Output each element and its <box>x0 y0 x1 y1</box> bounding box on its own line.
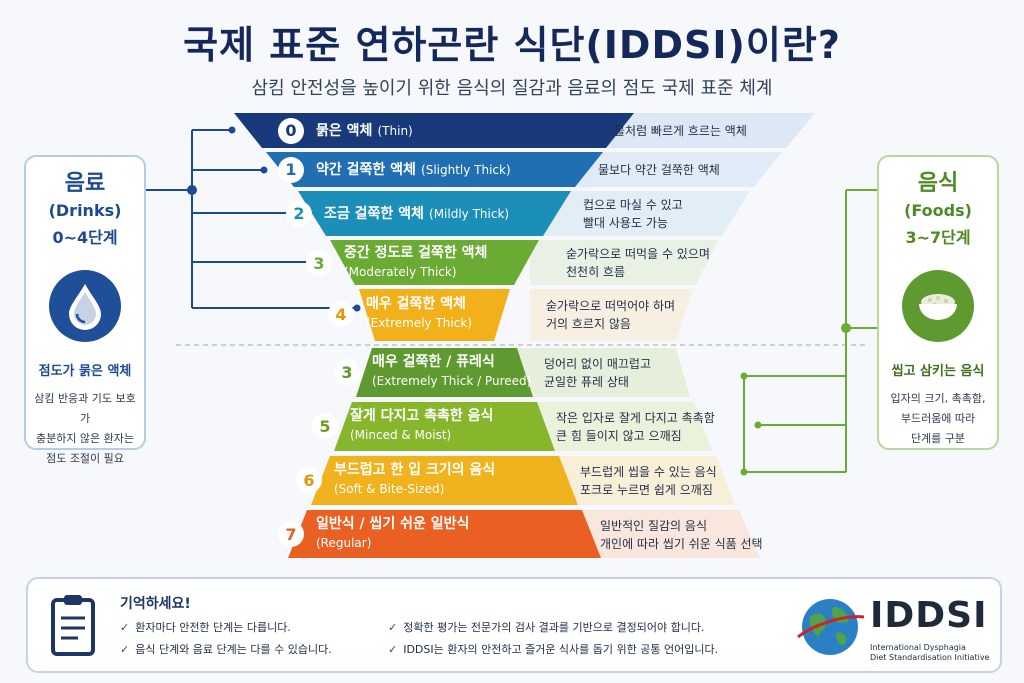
connector-dot <box>754 421 762 429</box>
food-level-6: 6 부드럽고 한 입 크기의 음식(Soft & Bite-Sized) <box>296 460 495 500</box>
food-connectors <box>743 189 877 473</box>
check-icon: ✓ <box>388 643 398 656</box>
food-level-5: 5 잘게 다지고 촉촉한 음식(Minced & Moist) <box>312 406 493 446</box>
level-number: 1 <box>278 156 304 183</box>
desc-band-f3 <box>500 348 690 397</box>
connector-dot <box>260 166 268 174</box>
reminder-title: 기억하세요! <box>120 596 191 612</box>
check-icon: ✓ <box>120 643 130 656</box>
drinks-heading: 점도가 묽은 액체 <box>38 364 132 379</box>
drinks-range: 0~4단계 <box>52 228 118 247</box>
reminder-tip: ✓환자마다 안전한 단계는 다릅니다. <box>120 621 291 634</box>
level-number: 6 <box>296 467 322 493</box>
drinks-title: 음료 <box>64 171 106 196</box>
connector-dot <box>740 468 748 476</box>
iddsi-logo-word: IDDSI <box>870 595 988 636</box>
connector-dot <box>353 304 361 312</box>
level-number: 0 <box>278 117 304 144</box>
drink-level-1: 1 약간 걸쭉한 액체 (Slightly Thick) <box>278 156 511 183</box>
clipboard-icon <box>50 593 96 661</box>
foods-heading: 씹고 삼키는 음식 <box>891 364 985 379</box>
connector-dot <box>841 323 851 333</box>
foods-panel: 음식 (Foods) 3~7단계 씹고 삼키는 음식 입자의 크기, 촉촉함, … <box>877 155 999 450</box>
foods-title: 음식 <box>917 171 959 196</box>
foods-en: (Foods) <box>904 201 972 220</box>
food-bowl-icon <box>902 270 974 342</box>
drinks-en: (Drinks) <box>48 201 122 220</box>
desc-band-4 <box>530 289 693 341</box>
connector-dot <box>187 185 197 195</box>
food-band-7 <box>288 510 601 558</box>
level-number: 3 <box>334 359 360 385</box>
desc-band-2 <box>530 191 750 236</box>
check-icon: ✓ <box>388 621 398 634</box>
iddsi-logo: IDDSI International Dysphagia Diet Stand… <box>796 589 996 669</box>
connector-dot <box>740 372 748 380</box>
globe-icon <box>797 599 865 655</box>
level-number: 2 <box>286 200 312 227</box>
desc-band-f5 <box>500 402 712 451</box>
drinks-description: 삼킴 반응과 기도 보호가 충분하지 않은 환자는 점도 조절이 필요 <box>34 392 136 465</box>
drink-band-2 <box>298 191 571 236</box>
drink-level-4: 4 매우 걸쭉한 액체(Extremely Thick) <box>328 294 472 334</box>
level-number: 5 <box>312 413 338 439</box>
level-number: 7 <box>278 521 304 547</box>
drink-level-2: 2 조금 걸쭉한 액체 (Mildly Thick) <box>286 200 509 227</box>
drink-band-0 <box>234 113 634 148</box>
food-band-5 <box>334 402 555 451</box>
level-number: 3 <box>306 250 332 276</box>
drinks-panel: 음료 (Drinks) 0~4단계 점도가 묽은 액체 삼킴 반응과 기도 보호… <box>24 155 146 465</box>
drink-connectors <box>146 129 357 309</box>
drink-band-4 <box>359 289 510 341</box>
foods-range: 3~7단계 <box>905 228 971 247</box>
check-icon: ✓ <box>120 621 130 634</box>
drink-level-1-desc: 물보다 약간 걸쭉한 액체 <box>598 163 720 177</box>
food-level-3: 3 매우 걸쭉한 / 퓨레식(Extremely Thick / Pureed) <box>334 352 531 392</box>
food-band-6 <box>311 456 578 505</box>
drink-level-3: 3 중간 정도로 걸쭉한 액체(Moderately Thick) <box>306 243 487 283</box>
connector-dot <box>228 126 236 134</box>
desc-band-3 <box>530 240 718 285</box>
food-band-3 <box>356 348 533 397</box>
water-drop-icon <box>49 270 121 342</box>
iddsi-logo-subtitle: International Dysphagia Diet Standardisa… <box>870 643 990 662</box>
page-title: 국제 표준 연하곤란 식단(IDDSI)이란? <box>183 23 841 67</box>
food-level-7: 7 일반식 / 씹기 쉬운 일반식(Regular) <box>278 514 469 554</box>
reminder-tip: ✓음식 단계와 음료 단계는 다를 수 있습니다. <box>120 643 332 656</box>
reminder-tip: ✓정확한 평가는 전문가의 검사 결과를 기반으로 결정되어야 합니다. <box>388 621 705 634</box>
level-number: 4 <box>328 301 354 327</box>
drink-band-3 <box>330 240 539 285</box>
reminder-tip: ✓IDDSI는 환자의 안전하고 즐거운 식사를 돕기 위한 공통 언어입니다. <box>388 643 719 656</box>
drink-level-0-desc: 물처럼 빠르게 흐르는 액체 <box>614 124 747 138</box>
drink-band-1 <box>266 152 603 187</box>
reminder-panel: 기억하세요! ✓환자마다 안전한 단계는 다릅니다. ✓음식 단계와 음료 단계… <box>26 577 1002 673</box>
foods-description: 입자의 크기, 촉촉함, 부드러움에 따라 단계를 구분 <box>890 392 986 445</box>
drink-level-0: 0 묽은 액체 (Thin) <box>278 117 413 144</box>
page-subtitle: 삼킴 안전성을 높이기 위한 음식의 질감과 음료의 점도 국제 표준 체계 <box>251 78 773 99</box>
